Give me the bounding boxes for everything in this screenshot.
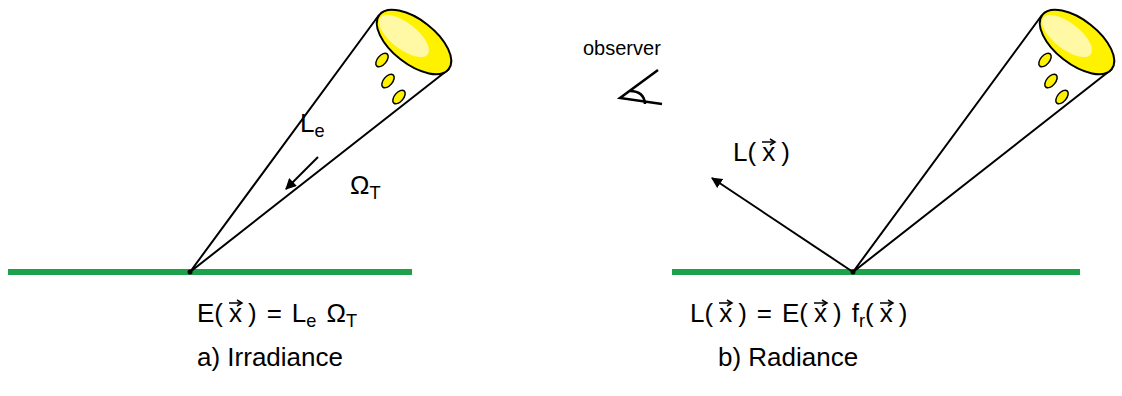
observer-eye <box>620 70 662 104</box>
reflected-arrow <box>712 178 853 272</box>
formula-text: f <box>852 300 859 326</box>
formula-text: L( <box>733 139 756 165</box>
formula-text: a) Irradiance <box>197 344 343 370</box>
vector-symbol: x <box>880 300 893 326</box>
vector-symbol: x <box>814 300 827 326</box>
vector-arrow <box>879 299 894 307</box>
incident-arrow <box>286 157 318 189</box>
irradiance-formula: E(x) = LeΩT <box>197 300 357 330</box>
vector-arrow <box>813 299 828 307</box>
subscript: T <box>369 184 380 202</box>
subscript: T <box>346 312 357 330</box>
surface-line <box>672 269 1080 275</box>
surface-point <box>851 270 856 275</box>
formula-text: ) <box>781 139 790 165</box>
formula-text: E( <box>782 300 808 326</box>
formula-text: L( <box>690 300 713 326</box>
vector-symbol: x <box>229 300 242 326</box>
formula-text: = <box>757 300 772 326</box>
radiance-symbol: Le <box>300 110 325 140</box>
formula-text: E( <box>197 300 223 326</box>
formula-text: ( <box>865 300 874 326</box>
formula-text: b) Radiance <box>718 344 858 370</box>
vector-arrow <box>228 299 243 307</box>
formula-text: Ω <box>350 172 369 198</box>
vector-symbol: x <box>719 300 732 326</box>
radiance-formula: L(x)=E(x)fr(x) <box>690 300 907 330</box>
observer-label: observer <box>583 38 661 58</box>
subscript: r <box>859 312 865 330</box>
light-cone <box>190 0 462 272</box>
vector-arrow <box>761 138 776 146</box>
panel-caption: a) Irradiance <box>197 344 343 370</box>
subscript: e <box>314 122 324 140</box>
formula-text: L <box>292 300 306 326</box>
solid-angle-symbol: ΩT <box>350 172 381 202</box>
vector-arrow <box>718 299 733 307</box>
light-cone <box>853 0 1122 272</box>
formula-text: ) <box>833 300 842 326</box>
formula-text: = <box>267 300 282 326</box>
formula-text: ) <box>738 300 747 326</box>
vector-symbol: x <box>762 139 775 165</box>
formula-text: ) <box>248 300 257 326</box>
surface-point <box>188 270 193 275</box>
panel-caption: b) Radiance <box>718 344 858 370</box>
surface-line <box>8 269 412 275</box>
formula-text: observer <box>583 38 661 58</box>
formula-text: Ω <box>326 300 345 326</box>
formula-text: ) <box>899 300 908 326</box>
reflected-radiance-symbol: L(x) <box>733 139 790 165</box>
subscript: e <box>306 312 316 330</box>
formula-text: L <box>300 110 314 136</box>
